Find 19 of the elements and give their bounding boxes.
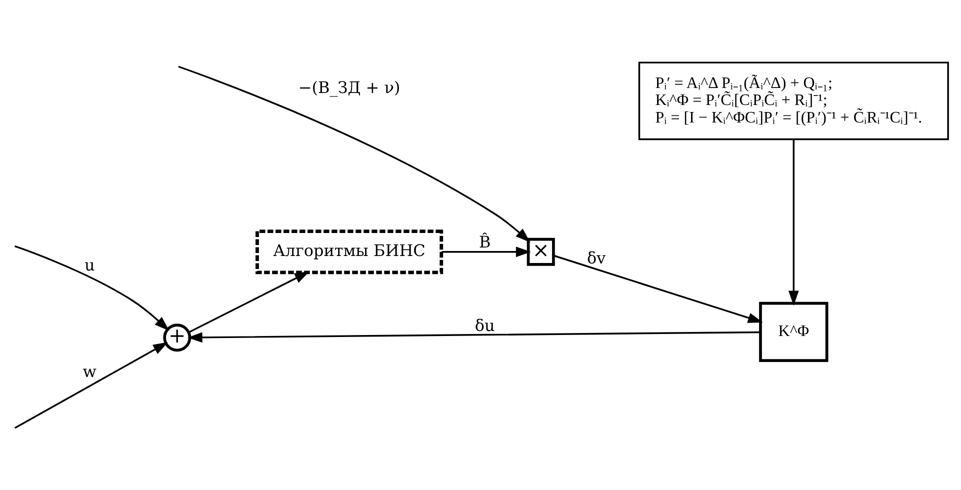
arrow	[186, 330, 760, 342]
node-circle: +	[162, 323, 191, 352]
arrow	[14, 244, 169, 330]
edge-label: B̂	[478, 232, 490, 252]
arrow	[441, 246, 530, 257]
edge-label: u	[84, 254, 94, 274]
arrow	[553, 254, 762, 322]
arrow	[14, 342, 168, 428]
arrow	[788, 139, 798, 306]
node-box: K^Φ	[758, 301, 828, 362]
node-box: Алгоритмы БИНС	[255, 229, 443, 274]
edge-label: δu	[474, 316, 494, 335]
edge-label: δv	[586, 248, 606, 268]
edge-label: −(B_ЗД + ν)	[298, 78, 400, 97]
node-box: ×	[526, 237, 554, 266]
node-box: Pᵢ′ = Aᵢ^Δ Pᵢ₋₁(Ãᵢ^Δ) + Qᵢ₋₁; Kᵢ^Φ = Pᵢ′C̃ᵢ[CᵢPᵢC̃ᵢ + Rᵢ]⁻¹; Pᵢ = [I − Kᵢ^ΦCᵢ]Pᵢ′ = [(Pᵢ′)⁻¹ + C̃ᵢRᵢ⁻¹Cᵢ]⁻¹.	[638, 61, 948, 140]
edge-label: w	[82, 361, 96, 380]
arrow	[178, 65, 530, 242]
arrow	[188, 270, 310, 333]
